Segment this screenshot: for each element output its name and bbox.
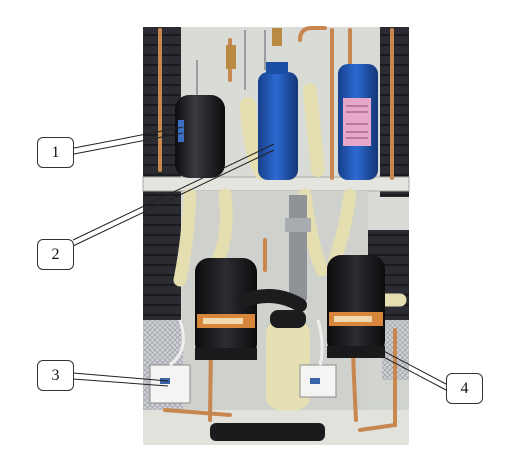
blue-filter-canister: [258, 72, 298, 180]
bottom-insulation-bar: [210, 423, 325, 441]
callout-3-label: 3: [51, 366, 60, 384]
brass-valve-2: [272, 28, 282, 46]
callout-1-label: 1: [51, 143, 60, 161]
accumulator-body: [266, 320, 310, 410]
callout-3: 3: [37, 360, 74, 391]
center-grey-tube: [289, 195, 307, 300]
accumulator-cap: [270, 310, 306, 328]
right-box-label: [310, 378, 320, 384]
center-grey-tube-top: [285, 218, 311, 232]
callout-4: 4: [446, 373, 483, 404]
black-receiver-tank: [175, 95, 225, 178]
blue-canister-cap: [266, 62, 288, 74]
right-foam-panel: [380, 27, 409, 197]
right-compressor: [327, 255, 385, 358]
left-compressor: [195, 258, 257, 360]
pink-label-lines: [346, 105, 368, 139]
small-pipes: [196, 30, 266, 95]
accumulator-elbow: [238, 289, 307, 312]
callout-4-label: 4: [460, 379, 469, 397]
wires: [169, 319, 324, 367]
brass-valve: [226, 45, 236, 69]
callout-1: 1: [37, 137, 74, 168]
receiver-label: [178, 120, 184, 142]
upper-insulation-2: [303, 83, 325, 177]
callout-leaders: [72, 126, 447, 391]
callout-2-label: 2: [51, 245, 60, 263]
callout-2: 2: [37, 239, 74, 270]
pink-label: [343, 98, 371, 146]
